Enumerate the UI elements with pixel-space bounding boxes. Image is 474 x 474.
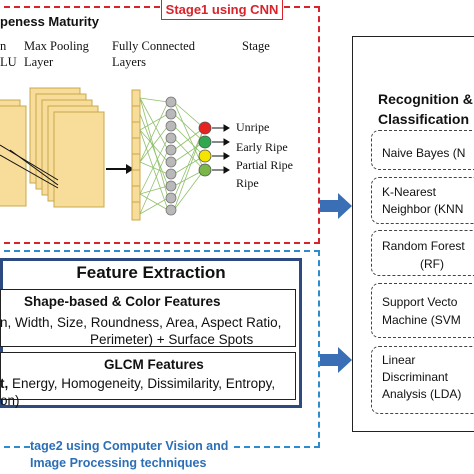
stage1-label: Stage1 using CNN (161, 0, 283, 20)
shape-features-line2: Perimeter) + Surface Spots (90, 332, 254, 347)
stage2-label: tage2 using Computer Vision and Image Pr… (30, 438, 230, 472)
classifier-knn-line1: K-Nearest (382, 185, 437, 199)
cnn-diagram (0, 87, 230, 221)
kernel-lines (0, 144, 59, 189)
stage1-to-classification-arrow (320, 193, 352, 219)
stage-arrows (320, 193, 352, 373)
stage2-label-line2: Image Processing techniques (30, 456, 207, 470)
classifier-svm-line1: Support Vecto (382, 295, 458, 309)
classifier-lda-line3: Analysis (LDA) (382, 387, 462, 401)
classifier-svm-line2: Machine (SVM (382, 313, 461, 327)
glcm-features-panel (0, 352, 296, 400)
shape-color-features-heading: Shape-based & Color Features (24, 294, 221, 309)
classifier-naive-bayes (371, 130, 474, 170)
cnn-title: peness Maturity (0, 14, 99, 29)
classifier-naive-bayes-label: Naive Bayes (N (382, 146, 466, 160)
classifier-random-forest (371, 230, 474, 276)
column-head-relu-line1: n (0, 39, 7, 53)
classifier-svm (371, 283, 474, 338)
glcm-features-line1: t, Energy, Homogeneity, Dissimilarity, E… (0, 375, 275, 392)
column-head-relu-line2: LU (0, 55, 17, 69)
to-fc-arrow (106, 164, 134, 174)
hidden-neurons (165, 96, 177, 216)
output-neuron-unripe (198, 121, 212, 135)
classifier-lda-line2: Discriminant (382, 370, 449, 384)
stage1-region (0, 6, 320, 244)
shape-color-features-panel (0, 289, 296, 347)
recognition-panel (352, 36, 474, 432)
output-label-early-ripe: Early Ripe (236, 140, 288, 154)
output-label-partial-ripe: Partial Ripe (236, 158, 293, 172)
stage2-label-line1: tage2 using Computer Vision and (30, 439, 229, 453)
classifier-rf-line1: Random Forest (382, 239, 465, 253)
recognition-title-line2: Classification (378, 111, 470, 127)
recognition-title: Recognition & Classification (378, 89, 473, 129)
column-head-fc-line1: Fully Connected (112, 39, 195, 53)
output-label-ripe: Ripe (236, 176, 259, 190)
glcm-features-line1-rest: Energy, Homogeneity, Dissimilarity, Entr… (8, 376, 276, 391)
stage2-to-classification-arrow (320, 347, 352, 373)
glcm-features-heading: GLCM Features (104, 357, 204, 372)
output-neurons (198, 121, 212, 177)
column-head-fc-line2: Layers (112, 55, 147, 69)
output-label-unripe: Unripe (236, 120, 270, 134)
classifier-knn-line2: Neighbor (KNN (382, 202, 464, 216)
feature-extraction-title: Feature Extraction (76, 263, 226, 282)
glcm-features-line2: on) (0, 393, 20, 408)
output-neuron-early-ripe (198, 135, 212, 149)
column-head-fc: Fully Connected Layers (112, 38, 195, 70)
column-head-stage: Stage (242, 39, 270, 53)
output-neuron-ripe (198, 163, 212, 177)
column-head-relu: n LU (0, 38, 17, 70)
classifier-rf-line2: (RF) (420, 257, 444, 271)
recognition-title-line1: Recognition & (378, 91, 473, 107)
classifier-knn (371, 177, 474, 224)
output-arrows (212, 124, 230, 174)
shape-features-line1: n, Width, Size, Roundness, Area, Aspect … (0, 315, 282, 330)
column-head-maxpool: Max Pooling Layer (24, 38, 89, 70)
glcm-features-line1-bold: t, (0, 376, 9, 391)
output-neuron-partial-ripe (198, 149, 212, 163)
flatten-vector (131, 89, 141, 221)
column-head-maxpool-line1: Max Pooling (24, 39, 89, 53)
fc-connections (139, 97, 205, 215)
pooling-feature-maps (29, 87, 105, 208)
column-head-maxpool-line2: Layer (24, 55, 54, 69)
classifier-lda-line1: Linear (382, 353, 416, 367)
classifier-lda (371, 346, 474, 414)
